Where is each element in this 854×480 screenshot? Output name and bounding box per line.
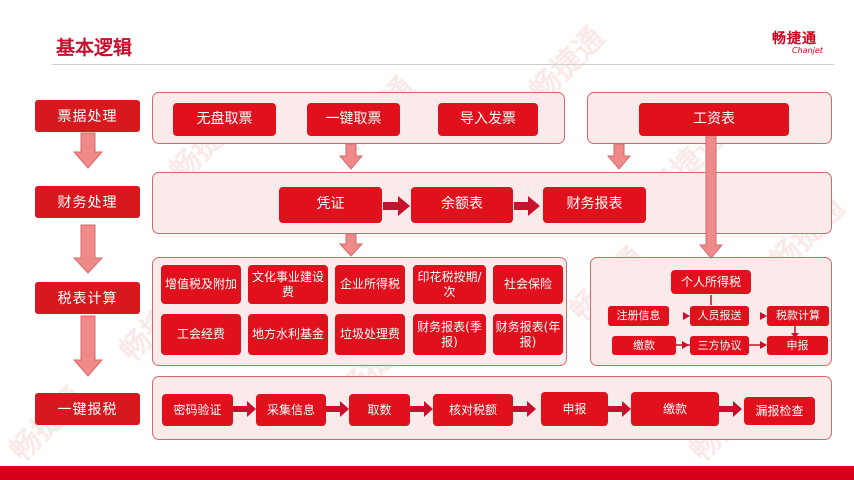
box-payroll: 工资表 <box>639 103 789 136</box>
ock-fetch-data: 取数 <box>349 394 410 426</box>
arrow-register-submit <box>669 312 690 320</box>
pit-step-agreement: 三方协议 <box>690 336 749 355</box>
tax-item: 印花税按期/次 <box>413 265 486 304</box>
box-personal-income-tax: 个人所得税 <box>671 270 751 294</box>
tax-item: 文化事业建设费 <box>248 265 328 304</box>
tax-item: 增值税及附加 <box>161 265 241 304</box>
arrow-stage-3-4 <box>72 315 104 377</box>
tax-item: 地方水利基金 <box>248 314 328 355</box>
title-divider <box>52 64 834 65</box>
tax-item: 财务报表(季报) <box>413 314 486 355</box>
arrow-ock-4 <box>513 401 536 417</box>
box-financial-report: 财务报表 <box>543 187 646 223</box>
arrow-stage-1-2 <box>72 132 104 169</box>
ock-collect-info: 采集信息 <box>256 394 326 426</box>
arrow-finance-tax <box>338 233 364 257</box>
stage-invoice-processing: 票据处理 <box>35 100 140 132</box>
pit-step-calc: 税款计算 <box>767 306 829 326</box>
ock-missing-check: 漏报检查 <box>744 397 815 425</box>
logo-cn: 畅捷通 <box>772 31 817 47</box>
box-voucher: 凭证 <box>279 187 382 223</box>
tax-item: 垃圾处理费 <box>335 314 405 355</box>
arrow-submit-calc <box>749 312 767 320</box>
ock-check-tax: 核对税额 <box>433 394 513 426</box>
arrow-ock-1 <box>233 401 256 417</box>
arrow-payroll-personal-tax <box>698 129 724 259</box>
arrow-declare-agreement <box>760 341 767 349</box>
ock-declare: 申报 <box>541 392 608 426</box>
stage-finance-processing: 财务处理 <box>35 186 140 218</box>
logo-en: Chanjet <box>792 46 823 55</box>
pit-step-submit: 人员报送 <box>690 306 749 326</box>
arrow-ock-6 <box>719 401 742 417</box>
arrow-invoice-finance <box>338 143 364 170</box>
stage-tax-calculation: 税表计算 <box>35 282 140 314</box>
arrow-ock-5 <box>608 401 631 417</box>
box-no-disk-invoice: 无盘取票 <box>173 103 276 136</box>
box-balance-sheet: 余额表 <box>411 187 513 223</box>
ock-pay: 缴款 <box>631 392 719 426</box>
chanjet-logo: 畅捷通 Chanjet <box>768 28 838 58</box>
footer-bar <box>0 466 854 480</box>
arrow-ock-3 <box>410 401 433 417</box>
tax-item: 工会经费 <box>161 314 241 355</box>
arrow-voucher-balance <box>383 196 410 216</box>
pit-step-declare: 申报 <box>767 336 828 355</box>
arrow-ock-2 <box>326 401 349 417</box>
arrow-payroll-finance <box>606 143 632 170</box>
arrow-stage-2-3 <box>72 224 104 274</box>
tax-item: 社会保险 <box>493 265 563 304</box>
tax-item: 企业所得税 <box>335 265 405 304</box>
ock-password-verify: 密码验证 <box>162 394 233 426</box>
stage-one-click-filing: 一键报税 <box>35 393 140 425</box>
page-title: 基本逻辑 <box>56 37 133 59</box>
arrow-calc-declare <box>791 333 799 338</box>
pit-step-pay: 缴款 <box>612 336 676 355</box>
tax-item: 财务报表(年报) <box>493 314 563 355</box>
finance-panel <box>152 172 832 234</box>
box-import-invoice: 导入发票 <box>438 103 538 136</box>
box-one-click-invoice: 一键取票 <box>307 103 400 136</box>
pit-step-register: 注册信息 <box>608 306 669 326</box>
arrow-balance-report <box>514 196 540 216</box>
